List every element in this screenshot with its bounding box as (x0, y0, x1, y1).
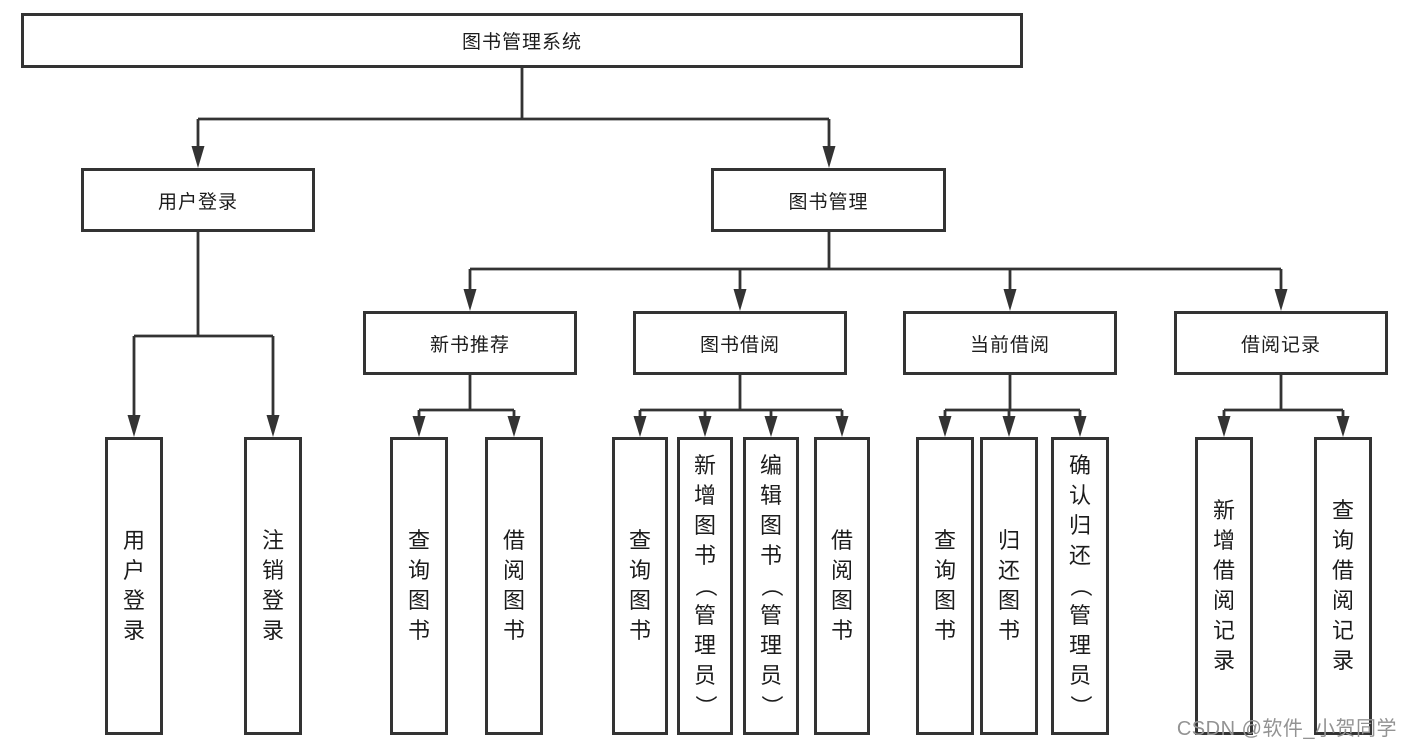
leaf-add-borrow-record: 新增借阅记录 (1195, 437, 1253, 735)
node-borrow-records: 借阅记录 (1174, 311, 1388, 375)
leaf-query-borrow-record: 查询借阅记录 (1314, 437, 1372, 735)
leaf-logout: 注销登录 (244, 437, 302, 735)
leaf-return-books: 归还图书 (980, 437, 1038, 735)
connector-borrow-records-branch (1217, 375, 1350, 437)
connector-root-branch (191, 68, 836, 168)
watermark: CSDN @软件_小贺同学 (1176, 718, 1397, 740)
leaf-query-books-3: 查询图书 (916, 437, 974, 735)
connector-book-management-branch (463, 232, 1288, 311)
leaf-confirm-return-admin: 确认归还（管理员） (1051, 437, 1109, 735)
node-book-management-system: 图书管理系统 (21, 13, 1023, 68)
connector-current-borrow-branch (938, 375, 1087, 437)
leaf-edit-book-admin: 编辑图书（管理员） (743, 437, 799, 735)
leaf-query-books-1: 查询图书 (390, 437, 448, 735)
connector-new-book-recommend-branch (412, 375, 521, 437)
connector-user-login-branch (127, 232, 280, 437)
leaf-borrow-books-1: 借阅图书 (485, 437, 543, 735)
leaf-add-book-admin: 新增图书（管理员） (677, 437, 733, 735)
connector-book-borrow-branch (633, 375, 849, 437)
leaf-user-login: 用户登录 (105, 437, 163, 735)
node-new-book-recommend: 新书推荐 (363, 311, 577, 375)
node-current-borrow: 当前借阅 (903, 311, 1117, 375)
node-book-management: 图书管理 (711, 168, 946, 232)
leaf-borrow-books-2: 借阅图书 (814, 437, 870, 735)
leaf-query-books-2: 查询图书 (612, 437, 668, 735)
node-user-login: 用户登录 (81, 168, 315, 232)
node-book-borrow: 图书借阅 (633, 311, 847, 375)
